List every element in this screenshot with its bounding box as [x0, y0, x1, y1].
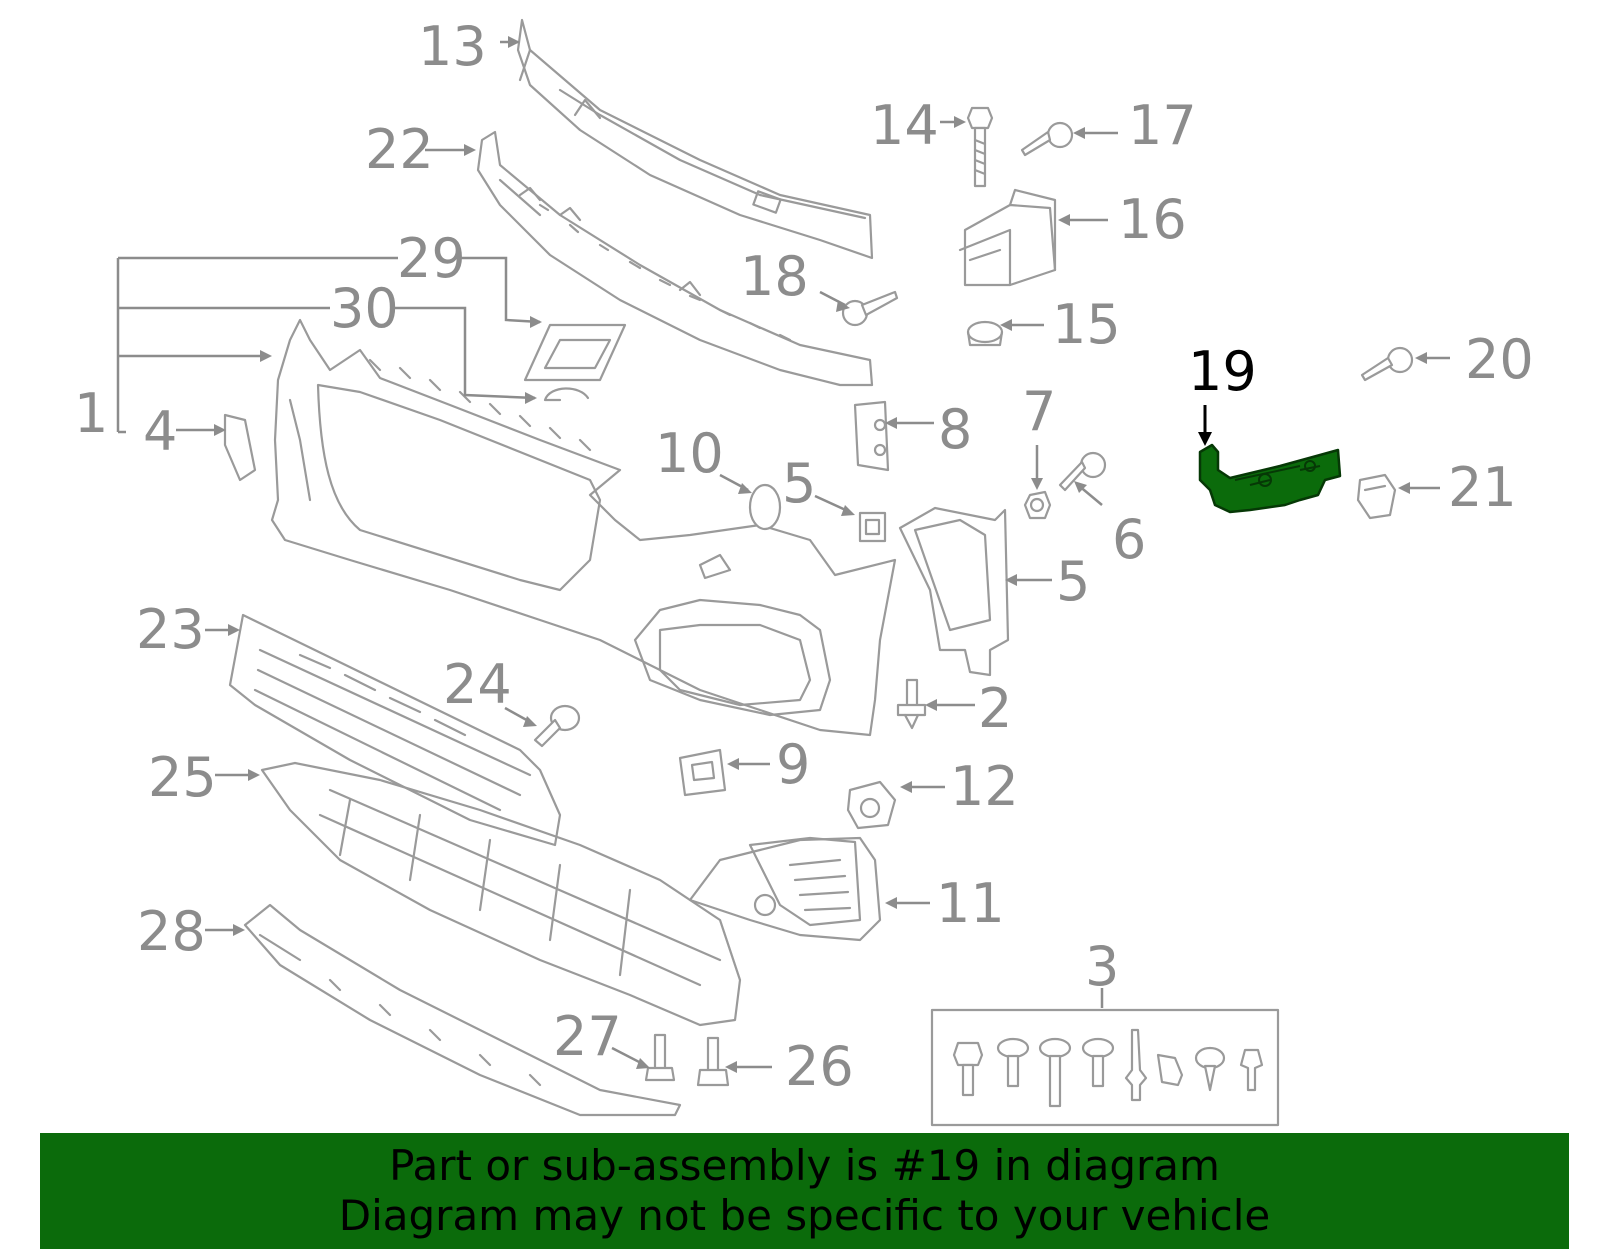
part-13-reinforcement-bar [516, 18, 874, 260]
part-23-lower-grille [228, 613, 562, 847]
callout-27: 27 [553, 1005, 622, 1068]
info-banner: Part or sub-assembly is #19 in diagram D… [40, 1133, 1569, 1249]
part-18-screw [841, 290, 899, 327]
part-22-energy-absorber [476, 130, 874, 387]
callout-1: 1 [74, 382, 108, 445]
callout-labels: 13 22 29 30 1 4 14 17 16 18 15 19 20 8 7… [74, 15, 1534, 1098]
callout-19: 19 [1188, 340, 1257, 403]
part-5-bracket-large [898, 506, 1010, 677]
part-30-clip [543, 387, 590, 402]
part-3-hardware-kit [930, 1008, 1280, 1127]
callout-25: 25 [148, 746, 217, 809]
leader-arrowheads [214, 36, 1427, 1073]
callout-12: 12 [950, 755, 1019, 818]
callout-2: 2 [978, 677, 1012, 740]
part-26-bolt [696, 1036, 730, 1087]
part-14-bolt [966, 106, 994, 188]
part-28-lip-spoiler [243, 903, 682, 1117]
callout-14: 14 [870, 94, 939, 157]
kit-fasteners [952, 1028, 1264, 1108]
callout-28: 28 [137, 900, 206, 963]
callout-7: 7 [1022, 380, 1056, 443]
part-4-cover [223, 413, 257, 482]
callout-21: 21 [1448, 456, 1517, 519]
callout-8: 8 [938, 398, 972, 461]
part-2-clip [896, 678, 927, 730]
callout-16: 16 [1118, 188, 1187, 251]
callout-24: 24 [443, 653, 512, 716]
part-5-clip-small [858, 511, 887, 543]
banner-line-part: Part or sub-assembly is #19 in diagram [389, 1141, 1220, 1190]
part-11-side-grille [688, 836, 882, 942]
part-9-cap [678, 748, 727, 797]
callout-17: 17 [1128, 94, 1197, 157]
part-10-plug [748, 483, 782, 531]
callout-5-lower: 5 [1056, 550, 1090, 613]
callout-10: 10 [655, 422, 724, 485]
callout-3: 3 [1085, 935, 1119, 998]
callout-13: 13 [418, 15, 487, 78]
callout-22: 22 [365, 118, 434, 181]
part-25-undertray [260, 761, 742, 1027]
callout-30: 30 [330, 277, 399, 340]
part-8-bracket [853, 400, 890, 472]
highlight-arrowhead [1198, 405, 1212, 446]
callout-18: 18 [740, 245, 809, 308]
part-17-screw [1020, 121, 1074, 157]
callout-26: 26 [785, 1035, 854, 1098]
banner-line-disclaimer: Diagram may not be specific to your vehi… [338, 1191, 1271, 1240]
part-6-screw [1058, 451, 1107, 492]
part-15-nut [966, 320, 1004, 347]
part-1-bumper-cover [270, 318, 897, 737]
callout-15: 15 [1052, 293, 1121, 356]
part-12-sensor-bracket [846, 780, 897, 830]
part-7-nut [1023, 490, 1052, 520]
callout-20: 20 [1465, 328, 1534, 391]
callout-6: 6 [1112, 508, 1146, 571]
part-27-bolt [644, 1033, 676, 1082]
part-29-bracket [523, 323, 627, 382]
callout-29: 29 [397, 227, 466, 290]
part-24-bolt [533, 704, 581, 748]
callout-9: 9 [776, 733, 810, 796]
callout-23: 23 [136, 598, 205, 661]
callout-11: 11 [936, 872, 1005, 935]
parts-diagram: 13 22 29 30 1 4 14 17 16 18 15 19 20 8 7… [74, 15, 1534, 1127]
part-20-screw [1360, 346, 1414, 382]
callout-5-upper: 5 [782, 452, 816, 515]
leader-lines [116, 40, 1450, 1069]
callout-4: 4 [143, 400, 177, 463]
part-16-bracket [958, 188, 1057, 287]
part-19-highlighted-bracket [1198, 443, 1342, 514]
part-21-clip [1356, 473, 1397, 520]
